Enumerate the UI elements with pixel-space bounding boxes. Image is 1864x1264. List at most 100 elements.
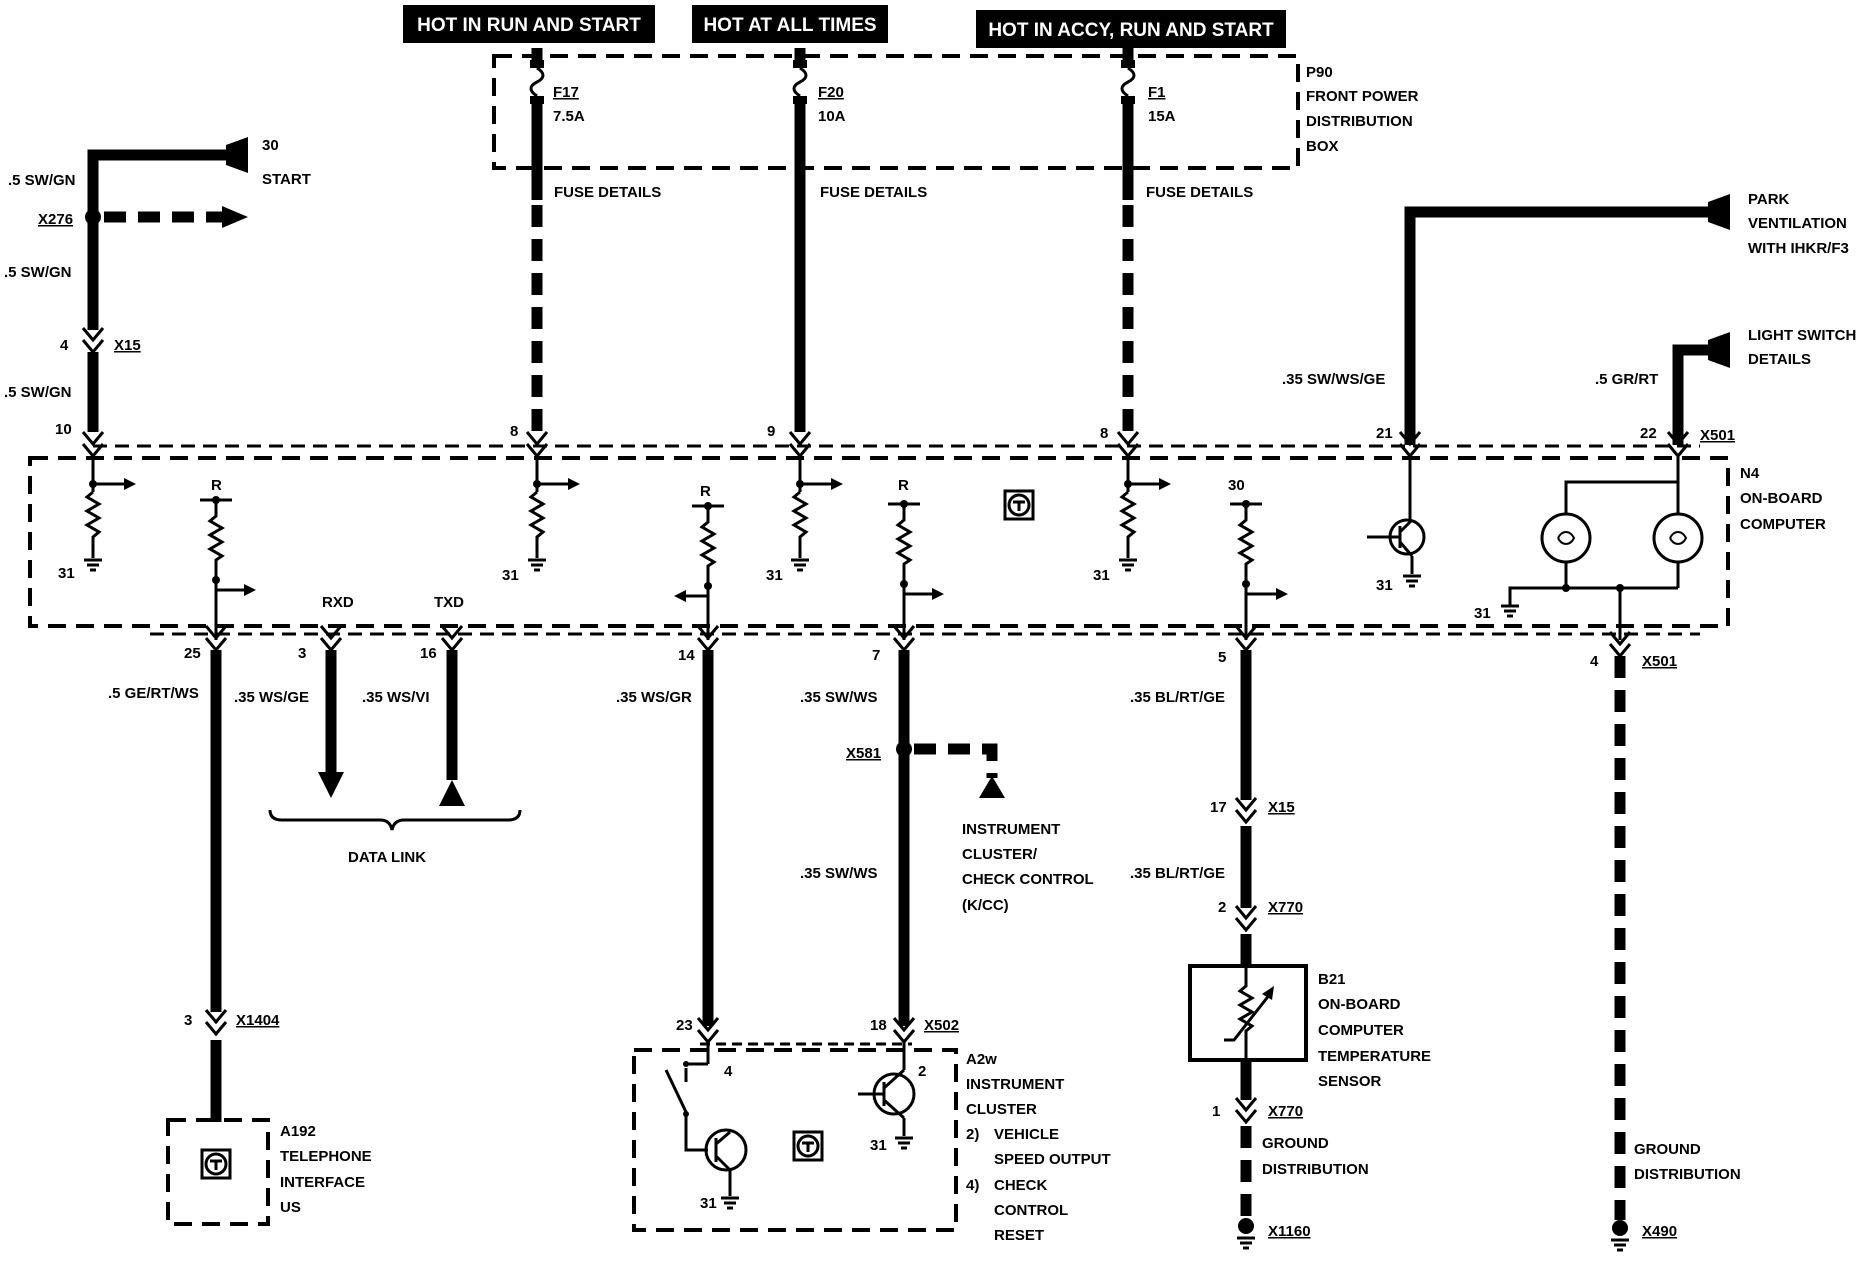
svg-text:N4: N4 — [1740, 465, 1760, 482]
svg-text:VENTILATION: VENTILATION — [1748, 215, 1847, 232]
svg-text:18: 18 — [870, 1017, 887, 1034]
svg-text:2: 2 — [1218, 899, 1226, 916]
svg-text:INSTRUMENT: INSTRUMENT — [966, 1076, 1064, 1093]
svg-text:X15: X15 — [1268, 799, 1295, 816]
fuse-f1: F1 15A FUSE DETAILS — [1120, 48, 1253, 432]
header-all-times: HOT AT ALL TIMES — [692, 5, 888, 43]
svg-text:COMPUTER: COMPUTER — [1318, 1022, 1404, 1039]
svg-text:INTERFACE: INTERFACE — [280, 1174, 365, 1191]
svg-text:21: 21 — [1376, 425, 1393, 442]
svg-text:DISTRIBUTION: DISTRIBUTION — [1634, 1166, 1741, 1183]
svg-text:DISTRIBUTION: DISTRIBUTION — [1306, 113, 1413, 130]
svg-text:.35 BL/RT/GE: .35 BL/RT/GE — [1130, 865, 1225, 882]
svg-text:CLUSTER: CLUSTER — [966, 1101, 1037, 1118]
svg-text:3: 3 — [184, 1012, 192, 1029]
svg-text:DATA LINK: DATA LINK — [348, 849, 426, 866]
pullup-pin14: R — [674, 483, 726, 640]
svg-text:ON-BOARD: ON-BOARD — [1740, 490, 1823, 507]
svg-text:INSTRUMENT: INSTRUMENT — [962, 821, 1060, 838]
svg-text:2: 2 — [918, 1063, 926, 1080]
svg-text:.35 SW/WS/GE: .35 SW/WS/GE — [1282, 371, 1385, 388]
wire-25-phone: .5 GE/RT/WS 3 X1404 — [108, 624, 280, 1122]
svg-text:X1160: X1160 — [1268, 1223, 1311, 1240]
transistor-pin21: 31 — [1367, 430, 1426, 594]
svg-text:X501: X501 — [1642, 653, 1677, 670]
svg-text:RXD: RXD — [322, 594, 354, 611]
svg-text:A192: A192 — [280, 1123, 316, 1140]
svg-text:TXD: TXD — [434, 594, 464, 611]
svg-text:FRONT POWER: FRONT POWER — [1306, 88, 1419, 105]
svg-text:31: 31 — [1093, 567, 1110, 584]
svg-text:X490: X490 — [1642, 1223, 1677, 1240]
cluster-speaker-icon — [792, 1130, 824, 1162]
svg-text:14: 14 — [678, 647, 695, 664]
svg-text:(K/CC): (K/CC) — [962, 897, 1009, 914]
svg-text:30: 30 — [1228, 477, 1245, 494]
svg-text:15A: 15A — [1148, 108, 1176, 125]
svg-text:16: 16 — [420, 645, 437, 662]
svg-text:.5 GE/RT/WS: .5 GE/RT/WS — [108, 685, 199, 702]
svg-text:X770: X770 — [1268, 899, 1303, 916]
svg-text:30: 30 — [262, 137, 279, 154]
svg-text:B21: B21 — [1318, 971, 1346, 988]
svg-text:.5 GR/RT: .5 GR/RT — [1595, 371, 1658, 388]
svg-text:31: 31 — [766, 567, 783, 584]
svg-text:4: 4 — [60, 337, 69, 354]
svg-text:F20: F20 — [818, 84, 844, 101]
header-run-start: HOT IN RUN AND START — [403, 5, 655, 43]
svg-text:X501: X501 — [1700, 427, 1735, 444]
bottom-pin-labels: 25 3 16 14 7 5 4 X501 — [184, 645, 1677, 670]
svg-text:31: 31 — [1376, 577, 1393, 594]
input-stage-f1: 31 — [1093, 430, 1171, 584]
svg-text:.5 SW/GN: .5 SW/GN — [4, 264, 72, 281]
svg-text:4): 4) — [966, 1177, 979, 1194]
svg-text:3: 3 — [298, 645, 306, 662]
svg-text:R: R — [211, 477, 222, 494]
svg-text:HOT IN ACCY, RUN AND START: HOT IN ACCY, RUN AND START — [988, 20, 1274, 41]
svg-text:FUSE DETAILS: FUSE DETAILS — [554, 184, 661, 201]
svg-text:DISTRIBUTION: DISTRIBUTION — [1262, 1161, 1369, 1178]
svg-text:.35 BL/RT/GE: .35 BL/RT/GE — [1130, 689, 1225, 706]
fuse-box-label: P90 FRONT POWER DISTRIBUTION BOX — [1306, 64, 1419, 155]
svg-text:COMPUTER: COMPUTER — [1740, 516, 1826, 533]
pullup-pin7: R — [886, 477, 944, 640]
top-pin-labels: 8 9 8 21 22 X501 — [510, 423, 1735, 444]
svg-text:X502: X502 — [924, 1017, 959, 1034]
temperature-sensor: B21 ON-BOARD COMPUTER TEMPERATURE SENSOR… — [1188, 964, 1431, 1250]
svg-text:31: 31 — [870, 1137, 887, 1154]
svg-text:2): 2) — [966, 1126, 979, 1143]
input-stage-pin10: 31 — [58, 430, 136, 582]
svg-text:TEMPERATURE: TEMPERATURE — [1318, 1048, 1431, 1065]
svg-text:RESET: RESET — [994, 1227, 1044, 1244]
svg-text:9: 9 — [767, 423, 775, 440]
svg-text:31: 31 — [1474, 605, 1491, 622]
svg-text:8: 8 — [510, 423, 518, 440]
svg-text:WITH IHKR/F3: WITH IHKR/F3 — [1748, 240, 1849, 257]
svg-text:CONTROL: CONTROL — [994, 1202, 1068, 1219]
svg-text:HOT IN RUN AND START: HOT IN RUN AND START — [417, 15, 641, 36]
svg-text:.5 SW/GN: .5 SW/GN — [4, 384, 72, 401]
svg-text:8: 8 — [1100, 425, 1108, 442]
telephone-interface: A192 TELEPHONE INTERFACE US — [166, 1118, 372, 1226]
wire-7-cluster: .35 SW/WS X581 INSTRUMENT CLUSTER/ CHECK… — [800, 624, 1094, 1026]
rxd-txd-labels: RXD TXD — [322, 594, 464, 611]
svg-text:US: US — [280, 1199, 301, 1216]
input-stage-f20: 31 — [766, 430, 843, 584]
svg-text:START: START — [262, 171, 311, 188]
on-board-computer-outline — [28, 456, 1730, 628]
svg-text:A2w: A2w — [966, 1051, 997, 1068]
svg-text:R: R — [898, 477, 909, 494]
pullup-pin25: R — [198, 477, 256, 640]
svg-text:BOX: BOX — [1306, 138, 1339, 155]
svg-text:17: 17 — [1210, 799, 1227, 816]
svg-text:GROUND: GROUND — [1262, 1135, 1329, 1152]
svg-text:FUSE DETAILS: FUSE DETAILS — [1146, 184, 1253, 201]
svg-text:LIGHT SWITCH: LIGHT SWITCH — [1748, 327, 1856, 344]
svg-text:R: R — [700, 483, 711, 500]
fuse-f17: F17 7.5A FUSE DETAILS — [529, 48, 661, 432]
svg-text:ON-BOARD: ON-BOARD — [1318, 996, 1401, 1013]
svg-text:.35 SW/WS: .35 SW/WS — [800, 865, 878, 882]
svg-text:PARK: PARK — [1748, 191, 1790, 208]
svg-text:SENSOR: SENSOR — [1318, 1073, 1382, 1090]
